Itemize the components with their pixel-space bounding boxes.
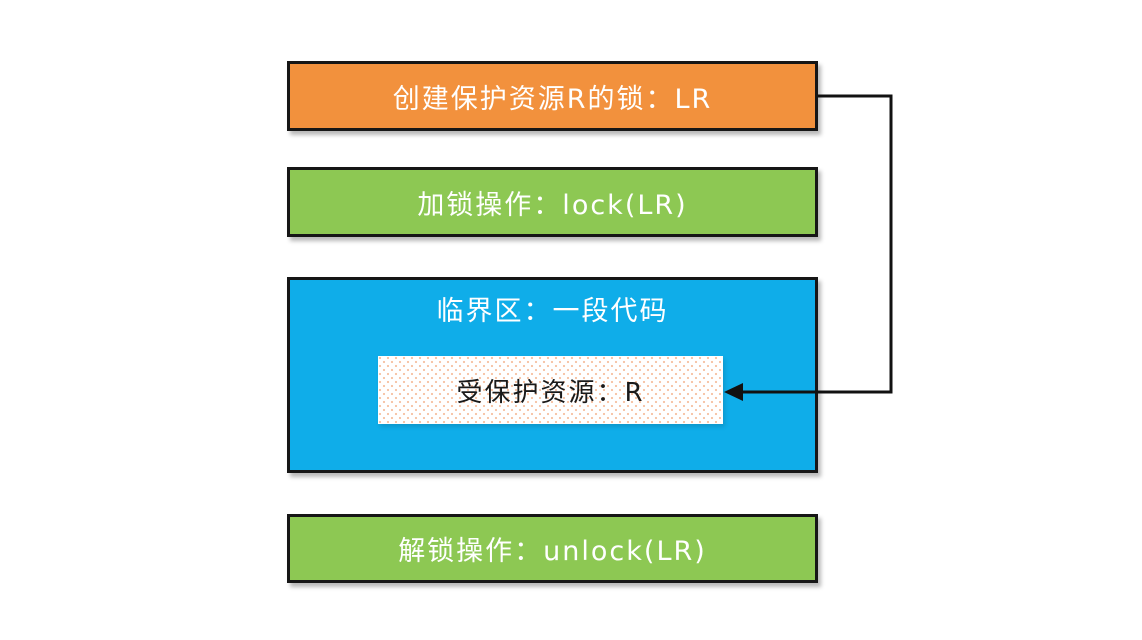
node-lock-operation-label: 加锁操作：lock(LR) bbox=[417, 189, 688, 221]
node-protected-resource: 受保护资源：R bbox=[378, 356, 723, 424]
node-critical-section: 临界区：一段代码 受保护资源：R bbox=[287, 277, 818, 473]
node-create-lock: 创建保护资源R的锁：LR bbox=[287, 61, 818, 131]
node-create-lock-label: 创建保护资源R的锁：LR bbox=[392, 83, 713, 115]
node-unlock-operation: 解锁操作：unlock(LR) bbox=[287, 514, 818, 583]
node-unlock-operation-label: 解锁操作：unlock(LR) bbox=[398, 536, 707, 567]
node-lock-operation: 加锁操作：lock(LR) bbox=[287, 167, 818, 237]
node-protected-resource-label: 受保护资源：R bbox=[456, 377, 645, 408]
node-critical-section-label: 临界区：一段代码 bbox=[436, 296, 669, 327]
